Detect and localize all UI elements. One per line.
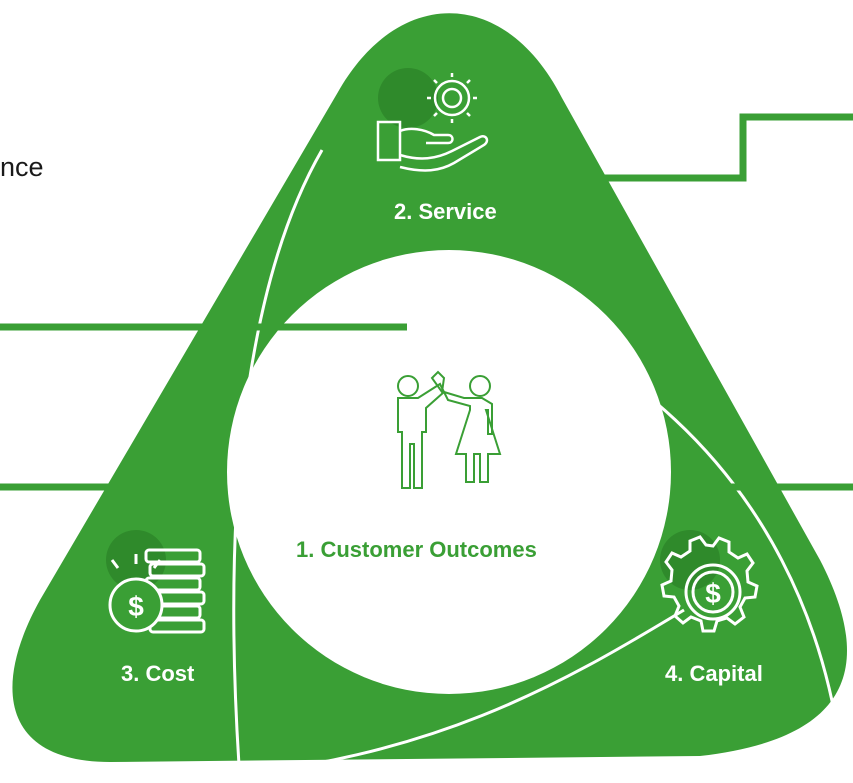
capital-label: 4. Capital [665, 661, 763, 686]
service-label: 2. Service [394, 199, 497, 224]
connector-service [570, 113, 853, 182]
partial-side-text: nce [0, 152, 44, 182]
cost-label: 3. Cost [121, 661, 195, 686]
svg-text:$: $ [705, 578, 721, 609]
hand-gear-icon [376, 68, 489, 172]
two-people-high-five-icon [397, 370, 502, 489]
dollar-gear-icon: $ [660, 530, 759, 633]
center-circle [227, 250, 671, 694]
swirl-line-bottom [204, 608, 685, 780]
swirl-line-right [359, 270, 842, 746]
coin-stack-icon: $ [106, 530, 206, 634]
customer-outcomes-label: 1. Customer Outcomes [296, 537, 537, 562]
swirl-line-left [232, 149, 324, 781]
svg-text:$: $ [128, 591, 144, 622]
